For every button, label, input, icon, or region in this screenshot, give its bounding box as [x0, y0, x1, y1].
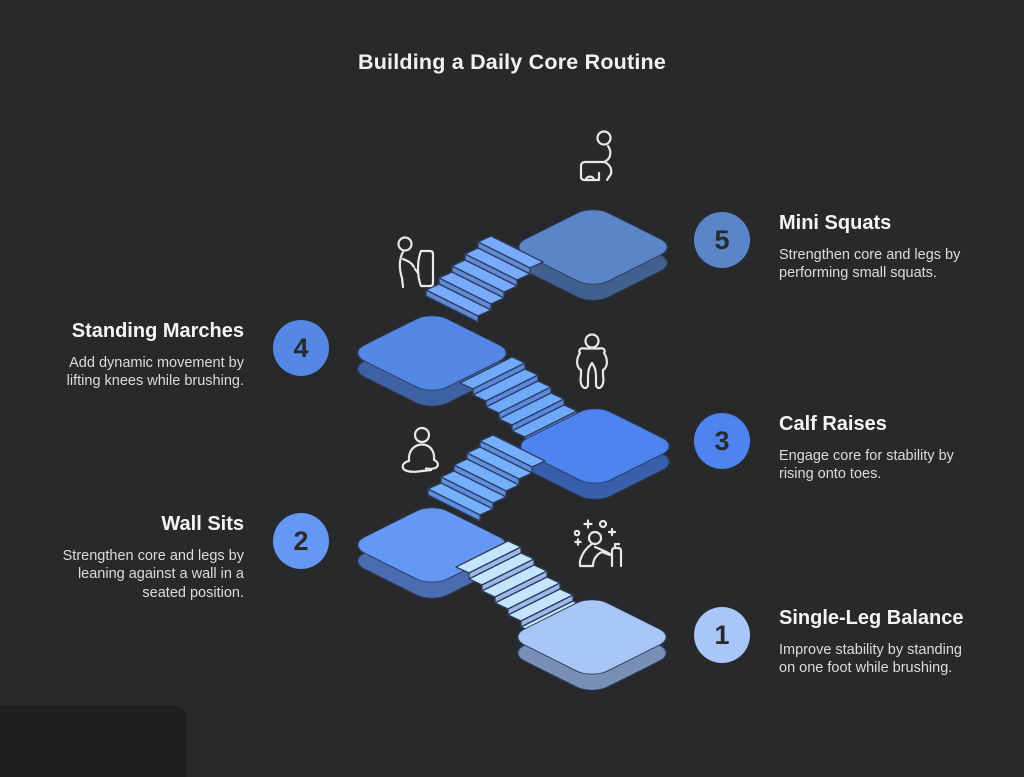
platform-5 — [517, 209, 669, 301]
step-5-title: Mini Squats — [779, 212, 892, 234]
stairs-flight-5-4 — [425, 235, 544, 323]
step-2-description: Strengthen core and legs by leaning agai… — [62, 548, 244, 601]
step-4-description: Add dynamic movement by lifting knees wh… — [66, 355, 244, 390]
step-3-label: 3 Calf Raises Engage core for stability … — [694, 413, 965, 484]
step-1-number-badge: 1 — [694, 607, 750, 663]
step-2-number-badge: 2 — [273, 513, 329, 569]
stairs-flight-4-3 — [459, 356, 578, 444]
step-5-number-badge: 5 — [694, 212, 750, 268]
person-at-sink-icon — [397, 236, 435, 289]
step-2-title: Wall Sits — [161, 513, 244, 535]
platform-1 — [516, 599, 668, 691]
step-3-number: 3 — [714, 425, 730, 456]
person-sitting-crosslegged-icon — [401, 426, 439, 473]
step-5-description: Strengthen core and legs by performing s… — [779, 247, 961, 282]
step-5-label: 5 Mini Squats Strengthen core and legs b… — [694, 212, 965, 283]
step-1-number: 1 — [714, 619, 730, 650]
person-crouching-icon — [576, 333, 608, 390]
watermark-area — [0, 705, 186, 777]
step-1-description: Improve stability by standing on one foo… — [779, 642, 962, 677]
step-4-title: Standing Marches — [71, 320, 244, 342]
platform-3 — [519, 408, 671, 500]
step-4-number: 4 — [293, 332, 309, 363]
page-title: Building a Daily Core Routine — [357, 50, 667, 74]
step-1-title: Single-Leg Balance — [779, 607, 964, 629]
step-2-number: 2 — [293, 525, 309, 556]
step-4-label: Standing Marches Add dynamic movement by… — [52, 320, 329, 391]
person-on-stool-icon — [579, 130, 613, 182]
step-2-label: Wall Sits Strengthen core and legs by le… — [52, 513, 329, 602]
person-kneeling-sparkles-icon — [573, 519, 623, 568]
step-5-number: 5 — [714, 224, 730, 255]
step-1-label: 1 Single-Leg Balance Improve stability b… — [694, 607, 965, 678]
stairs-flight-3-2 — [427, 434, 546, 522]
step-3-description: Engage core for stability by rising onto… — [779, 448, 954, 483]
step-3-title: Calf Raises — [779, 413, 887, 435]
step-4-number-badge: 4 — [273, 320, 329, 376]
step-3-number-badge: 3 — [694, 413, 750, 469]
